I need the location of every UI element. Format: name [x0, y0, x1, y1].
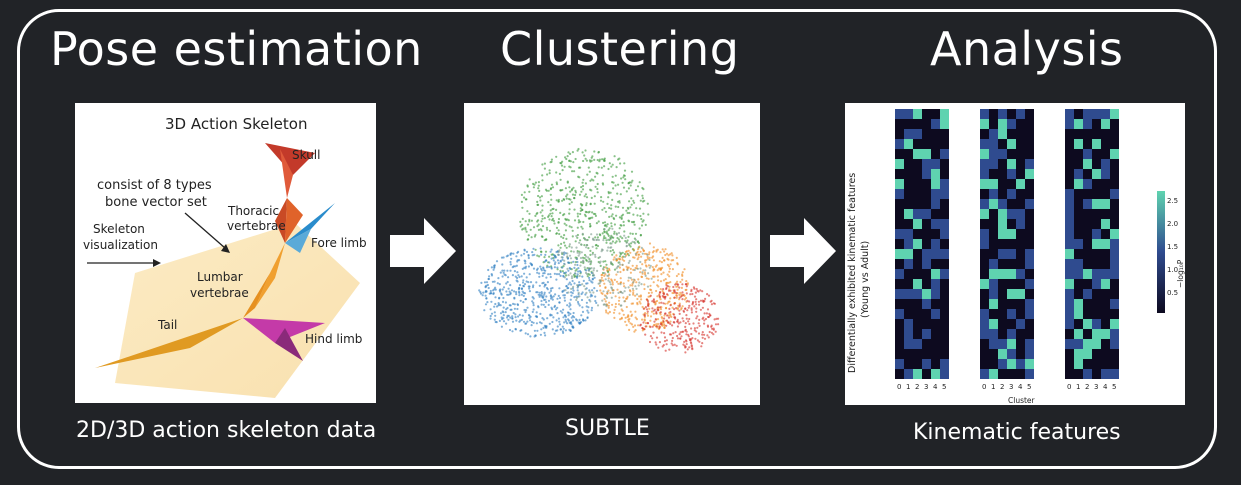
stage-title-pose: Pose estimation	[50, 22, 423, 76]
skeleton-panel: 3D Action Skeleton Skull consist of 8 ty…	[75, 103, 376, 403]
umap-scatter	[478, 147, 720, 354]
heatmap-x-tick: 5	[1027, 383, 1031, 391]
heatmap-x-tick: 0	[1067, 383, 1071, 391]
label-lumbar-1: Lumbar	[197, 270, 243, 284]
arrow-right-icon	[770, 218, 836, 284]
heatmap-figure: Differentially exhibited kinematic featu…	[847, 109, 1185, 405]
label-bone-set-2: bone vector set	[105, 195, 207, 210]
stage-title-clustering: Clustering	[500, 22, 740, 76]
heatmap-block	[895, 109, 949, 379]
heatmap-x-tick: 1	[991, 383, 995, 391]
heatmap-x-tick: 3	[1094, 383, 1098, 391]
label-lumbar-2: vertebrae	[190, 286, 249, 300]
label-thoracic-2: vertebrae	[227, 219, 286, 233]
label-bone-set-1: consist of 8 types	[97, 178, 212, 193]
heatmap-panel: Differentially exhibited kinematic featu…	[845, 103, 1185, 405]
clustering-panel	[464, 103, 760, 405]
heatmap-xlabel: Cluster	[1008, 396, 1036, 405]
heatmap-x-tick: 2	[915, 383, 919, 391]
label-skeleton-vis-1: Skeleton	[93, 222, 145, 236]
stage-title-analysis: Analysis	[930, 22, 1124, 76]
label-skeleton-vis-2: visualization	[83, 238, 158, 252]
heatmap-x-tick: 1	[906, 383, 910, 391]
label-hind-limb: Hind limb	[305, 332, 362, 346]
heatmap-ylabel-2: (Young vs Adult)	[860, 241, 871, 318]
lumbar-bone	[255, 243, 285, 308]
heatmap-x-tick: 3	[924, 383, 928, 391]
caption-pose: 2D/3D action skeleton data	[76, 418, 377, 443]
tail-bone	[95, 318, 243, 368]
colorbar-tick: 2.5	[1167, 197, 1178, 205]
heatmap-block	[1065, 109, 1119, 379]
caption-analysis: Kinematic features	[913, 420, 1121, 445]
arrow-bone-set	[184, 212, 226, 249]
heatmap-x-tick: 4	[1103, 383, 1108, 391]
heatmap-x-tick: 2	[1085, 383, 1089, 391]
skeleton-title: 3D Action Skeleton	[165, 115, 307, 133]
heatmap-x-tick: 0	[897, 383, 901, 391]
heatmap-x-tick: 5	[1112, 383, 1116, 391]
fore-limb-bone	[285, 203, 335, 243]
label-tail: Tail	[157, 318, 177, 332]
heatmap-x-tick: 2	[1000, 383, 1004, 391]
outer-frame	[17, 9, 1217, 469]
colorbar-tick: 1.5	[1167, 243, 1178, 251]
heatmap-x-tick: 5	[942, 383, 946, 391]
thoracic-bone	[285, 198, 303, 243]
caption-clustering: SUBTLE	[565, 416, 650, 441]
heatmap-ylabel-1: Differentially exhibited kinematic featu…	[847, 173, 858, 373]
heatmap-x-tick: 3	[1009, 383, 1013, 391]
label-fore-limb: Fore limb	[311, 236, 367, 250]
skull-bone	[265, 143, 315, 175]
colorbar-tick: 0.5	[1167, 289, 1178, 297]
heatmap-x-tick: 4	[933, 383, 938, 391]
colorbar: 2.5 2.0 1.5 1.0 0.5	[1157, 191, 1178, 313]
skeleton-diagram: 3D Action Skeleton Skull consist of 8 ty…	[83, 115, 367, 398]
label-thoracic-1: Thoracic	[227, 204, 279, 218]
heatmap-block	[980, 109, 1034, 379]
colorbar-label: −log₁₀P	[1176, 259, 1185, 288]
heatmap-x-tick: 4	[1018, 383, 1023, 391]
heatmap-x-tick: 0	[982, 383, 986, 391]
heatmap-x-tick: 1	[1076, 383, 1080, 391]
arrow-right-icon	[390, 218, 456, 284]
colorbar-tick: 2.0	[1167, 220, 1178, 228]
umap-points	[478, 147, 720, 354]
colorbar-tick: 1.0	[1167, 266, 1178, 274]
label-skull: Skull	[292, 148, 320, 162]
